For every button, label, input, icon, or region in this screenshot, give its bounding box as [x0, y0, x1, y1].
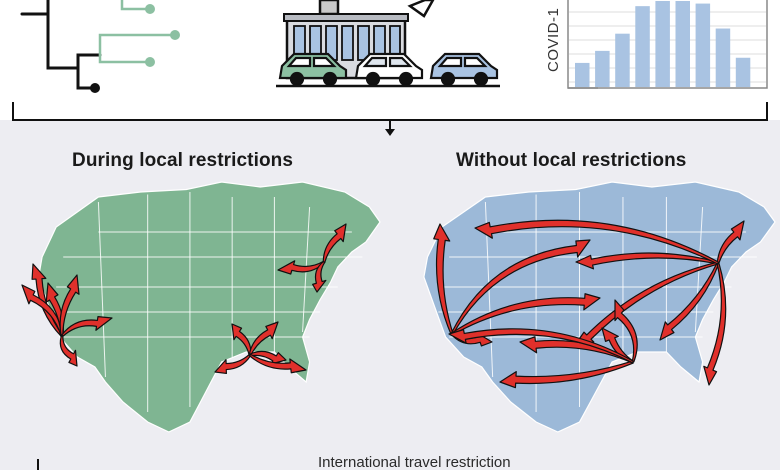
down-arrow — [385, 129, 395, 136]
travel-arrow — [248, 321, 279, 357]
histogram-y-label: COVID-1 — [545, 7, 562, 72]
travel-arrow — [231, 323, 252, 357]
right-panel-title: Without local restrictions — [456, 150, 687, 171]
footer-label: International travel restriction — [318, 454, 511, 471]
travel-arrow — [433, 223, 454, 335]
travel-arrow — [59, 274, 80, 337]
travel-arrow — [249, 350, 287, 365]
travel-arrow — [312, 261, 327, 293]
travel-arrow — [659, 261, 720, 341]
travel-arrow — [214, 353, 251, 375]
histogram-bar — [675, 1, 690, 87]
travel-arrow — [249, 353, 307, 374]
histogram-bar — [655, 1, 670, 87]
travel-arrow — [499, 360, 634, 389]
histogram-bar — [695, 3, 711, 87]
travel-arrow — [277, 260, 325, 275]
histogram-bar — [575, 62, 590, 87]
histogram-bar — [615, 33, 630, 87]
histogram-bar — [715, 28, 731, 87]
travel-arrow — [614, 299, 638, 363]
histogram-bar — [635, 6, 650, 87]
travel-arrow — [448, 328, 634, 364]
merge-bracket — [12, 102, 768, 130]
travel-arrow — [61, 315, 113, 338]
phylogenetic-tree — [20, 0, 180, 93]
right-map — [423, 181, 776, 433]
travel-arrow — [451, 293, 601, 336]
case-histogram — [567, 0, 768, 89]
travel-arrow — [450, 239, 591, 336]
travel-arrow — [474, 219, 719, 265]
travel-arrow — [59, 334, 78, 367]
left-map — [21, 181, 381, 433]
travel-arrow — [575, 252, 719, 270]
histogram-bar — [735, 57, 751, 87]
left-panel-title: During local restrictions — [72, 150, 294, 171]
travel-arrow — [322, 223, 347, 264]
histogram-bar — [595, 50, 610, 87]
building-with-cars-illustration — [276, 0, 500, 88]
travel-arrow — [716, 220, 745, 265]
travel-arrow — [703, 262, 727, 386]
